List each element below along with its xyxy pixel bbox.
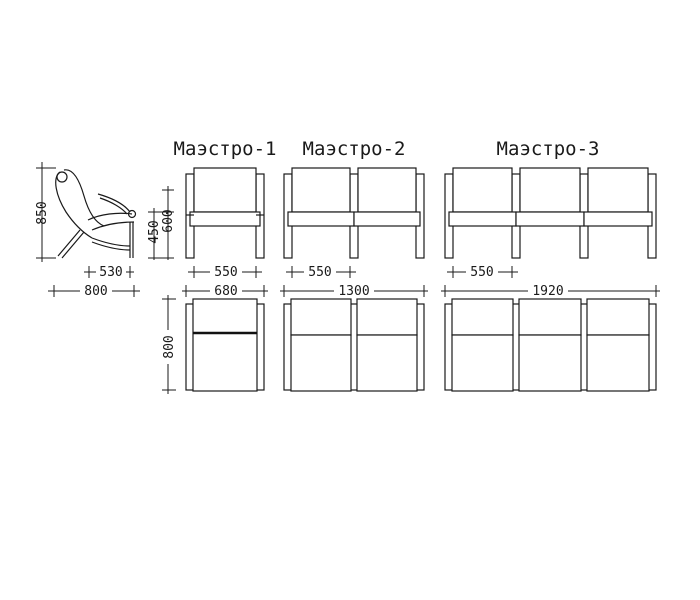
dim-label-1920: 1920 (532, 284, 563, 299)
dim-top-depth: 800 (161, 295, 177, 394)
dim-width-2: 1300 (280, 283, 428, 299)
dim-label-550-2: 550 (308, 265, 331, 280)
dim-width-1: 680 (182, 283, 268, 299)
dim-side-height: 850 (35, 162, 56, 262)
dim-width-3: 1920 (441, 283, 660, 299)
top-view-2 (283, 298, 425, 392)
model-title-2: Маэстро-2 (303, 138, 406, 160)
dim-label-680: 680 (214, 284, 237, 299)
dim-label-550-1: 550 (214, 265, 237, 280)
model-title-1: Маэстро-1 (174, 138, 277, 160)
dim-side-depth: 800 (48, 283, 140, 299)
dim-side-seat-depth: 530 (84, 264, 134, 280)
dim-seat-width-1: 550 (188, 264, 262, 280)
dim-label-600: 600 (161, 209, 176, 232)
dim-label-800-side: 800 (84, 284, 107, 299)
dim-label-550-3: 550 (470, 265, 493, 280)
front-view-1 (185, 167, 265, 259)
front-view-3 (444, 167, 657, 259)
dim-label-530: 530 (99, 265, 122, 280)
front-view-2 (283, 167, 425, 259)
dim-label-450: 450 (147, 220, 162, 243)
side-view-chair (55, 169, 137, 259)
dim-label-800-top: 800 (162, 335, 177, 358)
dim-label-1300: 1300 (338, 284, 369, 299)
dim-seat-width-2: 550 (286, 264, 356, 280)
model-title-3: Маэстро-3 (497, 138, 600, 160)
top-view-3 (444, 298, 657, 392)
dim-label-850: 850 (35, 201, 50, 224)
top-view-1 (185, 298, 265, 392)
dim-seat-width-3: 550 (447, 264, 518, 280)
dim-front-heights: 600 450 (147, 186, 176, 260)
